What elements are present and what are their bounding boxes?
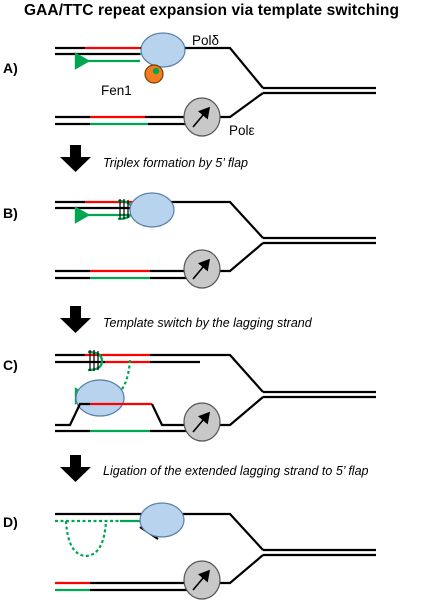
pol-epsilon-b — [183, 249, 221, 289]
pol-delta-c — [75, 379, 125, 417]
panel-a — [55, 32, 376, 137]
panel-c — [55, 350, 376, 442]
pol-epsilon-d — [183, 560, 221, 600]
pol-delta-a — [140, 32, 186, 68]
pol-delta-b — [129, 192, 175, 228]
pol-epsilon-c — [183, 402, 221, 442]
pol-epsilon-a — [183, 97, 221, 137]
pol-epsilon-label: Polε — [229, 123, 255, 138]
pol-delta-d — [139, 502, 185, 538]
fen1-a — [144, 64, 164, 84]
figure-title: GAA/TTC repeat expansion via template sw… — [23, 2, 400, 19]
panel-d — [55, 502, 376, 600]
parental-duplex-a — [263, 86, 376, 95]
panel-label-b: B) — [3, 205, 18, 221]
down-arrow-2 — [60, 306, 91, 333]
step-text-2: Template switch by the lagging strand — [103, 316, 312, 330]
panel-label-d: D) — [3, 514, 18, 530]
panel-b — [55, 192, 376, 289]
step-text-1: Triplex formation by 5’ flap — [103, 156, 248, 170]
pol-delta-label: Polδ — [192, 33, 220, 48]
down-arrow-1 — [60, 145, 91, 172]
fen1-label: Fen1 — [101, 83, 132, 98]
leading-arm-a — [55, 92, 264, 126]
panel-label-a: A) — [3, 60, 18, 76]
step-text-3: Ligation of the extended lagging strand … — [103, 464, 369, 478]
down-arrow-3 — [60, 455, 91, 482]
panel-label-c: C) — [3, 357, 18, 373]
